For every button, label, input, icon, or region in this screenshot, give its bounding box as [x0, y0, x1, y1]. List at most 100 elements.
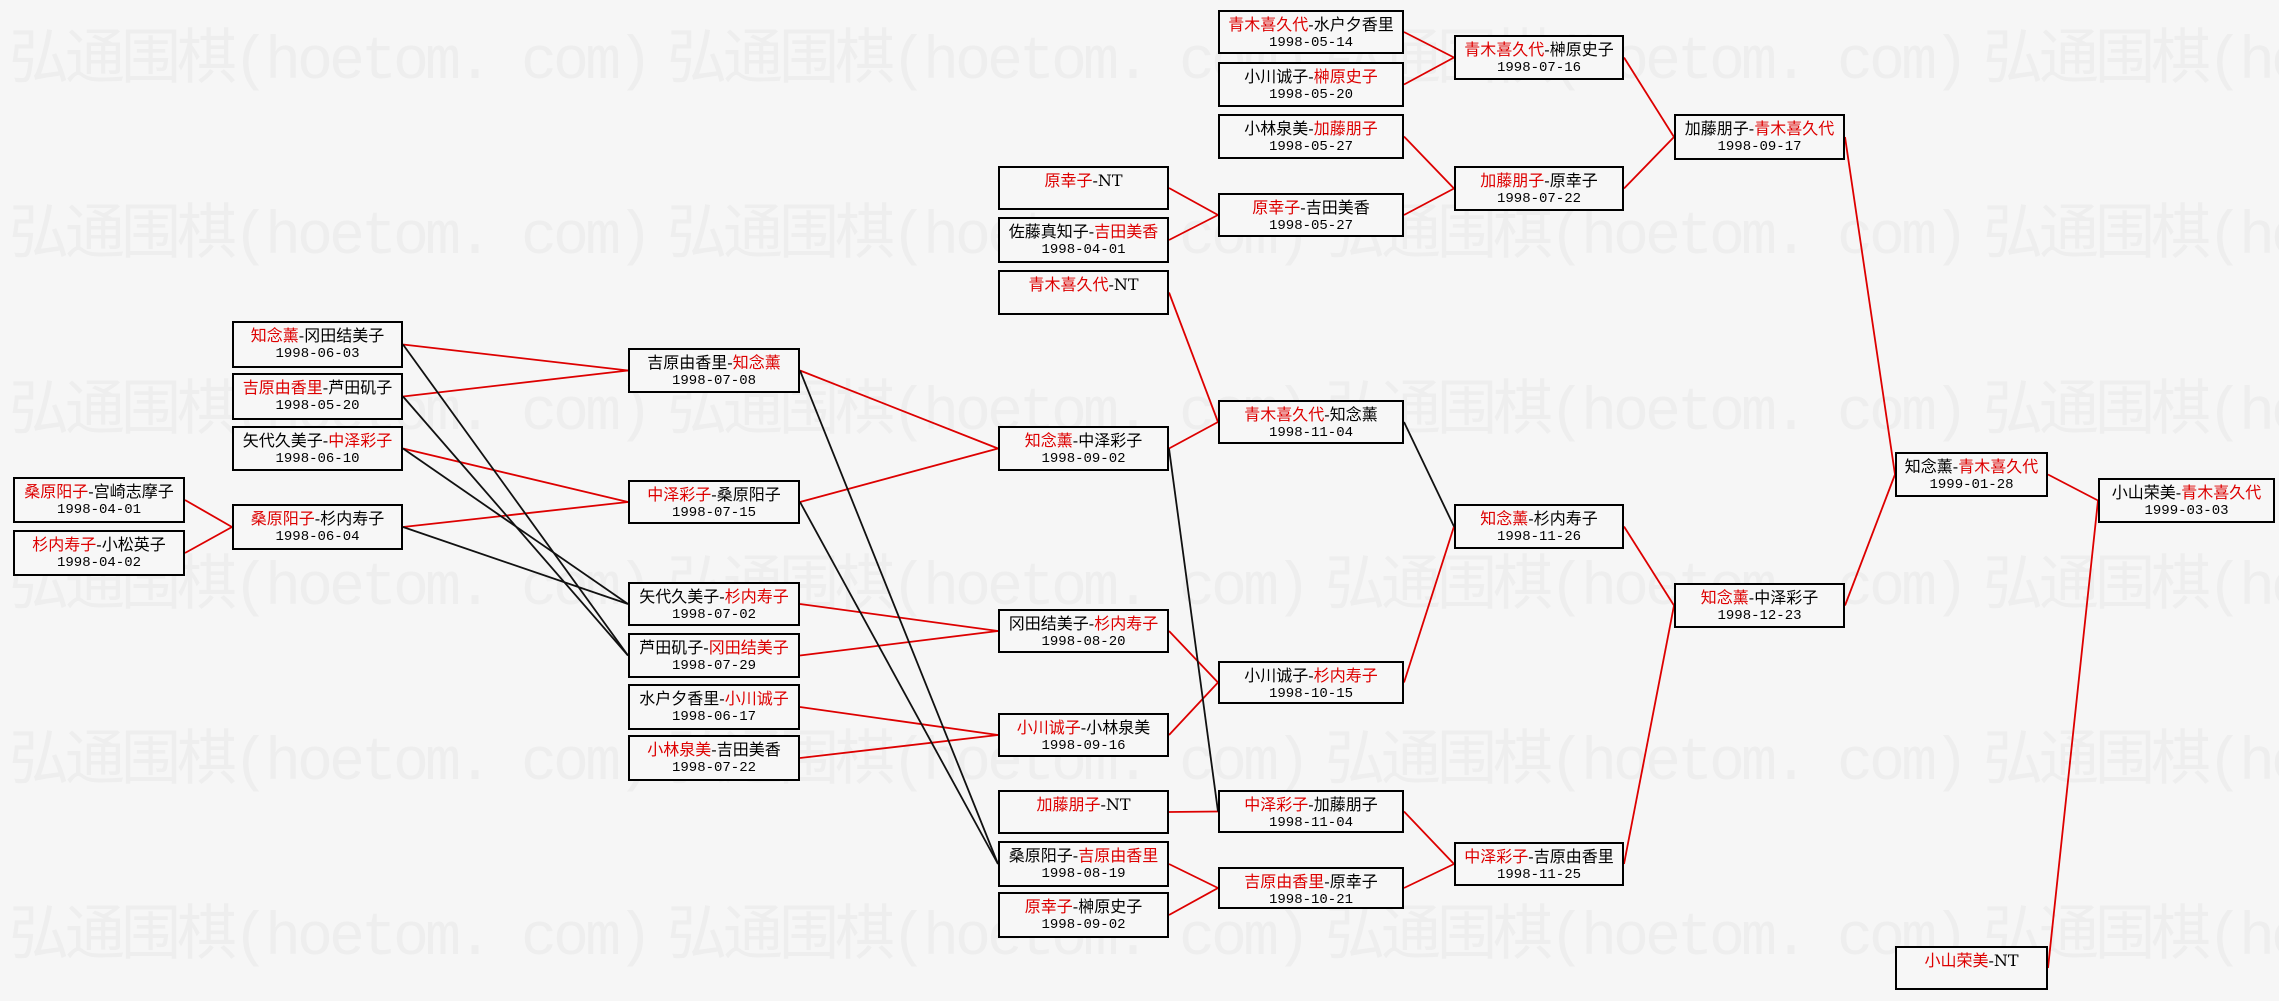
- players-separator: -: [88, 482, 94, 501]
- player2-name: 水户夕香里: [1313, 15, 1394, 34]
- watermark-text: 弘通围棋(hoetom. com): [9, 204, 653, 272]
- match-players: 小川诚子-小林泉美: [1000, 718, 1167, 737]
- match-box-D7: 加藤朋子-NT: [998, 790, 1169, 834]
- match-players: 知念薰-中泽彩子: [1676, 588, 1843, 607]
- player1-name: 小川诚子: [1244, 666, 1309, 685]
- match-players: 桑原阳子-杉内寿子: [234, 509, 401, 528]
- players-separator: -: [1072, 431, 1079, 450]
- player2-name: 青木喜久代: [1754, 119, 1835, 138]
- match-date: 1998-05-20: [275, 398, 360, 414]
- match-players: 芦田矶子-冈田结美子: [630, 638, 798, 657]
- winner-advance-line: [1403, 187, 1455, 216]
- players-separator: -: [1072, 897, 1079, 916]
- match-date: 1998-07-29: [671, 658, 756, 674]
- players-separator: -: [1324, 872, 1330, 891]
- match-date: 1998-11-04: [1268, 425, 1353, 441]
- players-separator: -: [1988, 951, 1994, 970]
- match-players: 青木喜久代-知念薰: [1220, 405, 1402, 424]
- match-date: 1998-10-21: [1268, 892, 1353, 908]
- player2-name: 吉原由香里: [1533, 847, 1614, 866]
- match-players: 青木喜久代-榊原史子: [1456, 40, 1622, 59]
- match-players: 冈田结美子-杉内寿子: [1000, 614, 1167, 633]
- player1-name: 原幸子: [1252, 198, 1301, 217]
- player2-name: 冈田结美子: [304, 326, 385, 345]
- match-players: 水户夕香里-小川诚子: [630, 689, 798, 708]
- winner-advance-line: [1403, 810, 1455, 865]
- match-date: 1998-09-17: [1717, 139, 1802, 155]
- loser-advance-line: [402, 526, 629, 605]
- player2-name: 杉内寿子: [1313, 666, 1378, 685]
- player2-name: 宫崎志摩子: [93, 482, 174, 501]
- loser-advance-line: [1168, 448, 1219, 812]
- winner-advance-line: [1168, 214, 1219, 241]
- players-separator: -: [703, 638, 709, 657]
- loser-advance-line: [1403, 421, 1455, 527]
- match-date: 1998-11-04: [1268, 815, 1353, 831]
- players-separator: -: [719, 587, 725, 606]
- player1-name: 小山荣美: [1924, 951, 1989, 970]
- player2-name: 原幸子: [1329, 872, 1378, 891]
- players-separator: -: [1088, 614, 1095, 633]
- player1-name: 芦田矶子: [639, 638, 704, 657]
- player2-name: 吉田美香: [716, 740, 781, 759]
- winner-advance-line: [2047, 500, 2099, 969]
- match-players: 知念薰-中泽彩子: [1000, 431, 1167, 450]
- player1-name: 加藤朋子: [1036, 795, 1101, 814]
- players-separator: -: [1528, 847, 1534, 866]
- player1-name: 佐藤真知子: [1008, 222, 1089, 241]
- player1-name: 原幸子: [1024, 897, 1073, 916]
- winner-advance-line: [1168, 187, 1219, 216]
- match-players: 杉内寿子-小松英子: [15, 535, 183, 554]
- winner-advance-line: [1623, 526, 1675, 606]
- match-players: 小川诚子-杉内寿子: [1220, 666, 1402, 685]
- player1-name: 原幸子: [1044, 171, 1093, 190]
- match-players: 小林泉美-吉田美香: [630, 740, 798, 759]
- player1-name: 水户夕香里: [639, 689, 720, 708]
- players-separator: -: [1544, 40, 1550, 59]
- match-date: 1998-07-22: [671, 760, 756, 776]
- winner-advance-line: [402, 501, 629, 528]
- player1-name: 知念薰: [1904, 457, 1953, 476]
- winner-advance-line: [1168, 630, 1219, 684]
- player2-name: 中泽彩子: [1754, 588, 1819, 607]
- player2-name: 加藤朋子: [1313, 795, 1378, 814]
- player1-name: 青木喜久代: [1028, 275, 1109, 294]
- match-date: 1998-08-19: [1041, 866, 1126, 882]
- loser-advance-line: [799, 501, 999, 865]
- winner-advance-line: [799, 447, 999, 503]
- player1-name: 冈田结美子: [1008, 614, 1089, 633]
- players-separator: -: [1092, 171, 1098, 190]
- match-players: 吉原由香里-原幸子: [1220, 872, 1402, 891]
- watermark-text: 弘通围棋(hoetom. com): [1983, 29, 2279, 97]
- players-separator: -: [96, 535, 102, 554]
- match-date: 1998-04-01: [56, 502, 141, 518]
- players-separator: -: [1308, 666, 1314, 685]
- match-date: 1998-06-17: [671, 709, 756, 725]
- match-box-D1: 原幸子-NT: [998, 166, 1169, 210]
- winner-advance-line: [1403, 863, 1455, 889]
- winner-advance-line: [1403, 135, 1455, 190]
- winner-advance-line: [184, 526, 233, 554]
- player2-name: 吉原由香里: [1078, 846, 1159, 865]
- match-players: 矢代久美子-中泽彩子: [234, 431, 401, 450]
- watermark-text: 弘通围棋(hoetom. com): [1983, 380, 2279, 448]
- winner-advance-line: [799, 706, 999, 736]
- player1-name: 小林泉美: [647, 740, 712, 759]
- winner-advance-line: [402, 369, 629, 398]
- player2-name: 榊原史子: [1313, 67, 1378, 86]
- match-date: 1998-11-26: [1496, 529, 1581, 545]
- player1-name: 中泽彩子: [647, 485, 712, 504]
- match-players: 中泽彩子-吉原由香里: [1456, 847, 1622, 866]
- players-separator: -: [2175, 483, 2182, 502]
